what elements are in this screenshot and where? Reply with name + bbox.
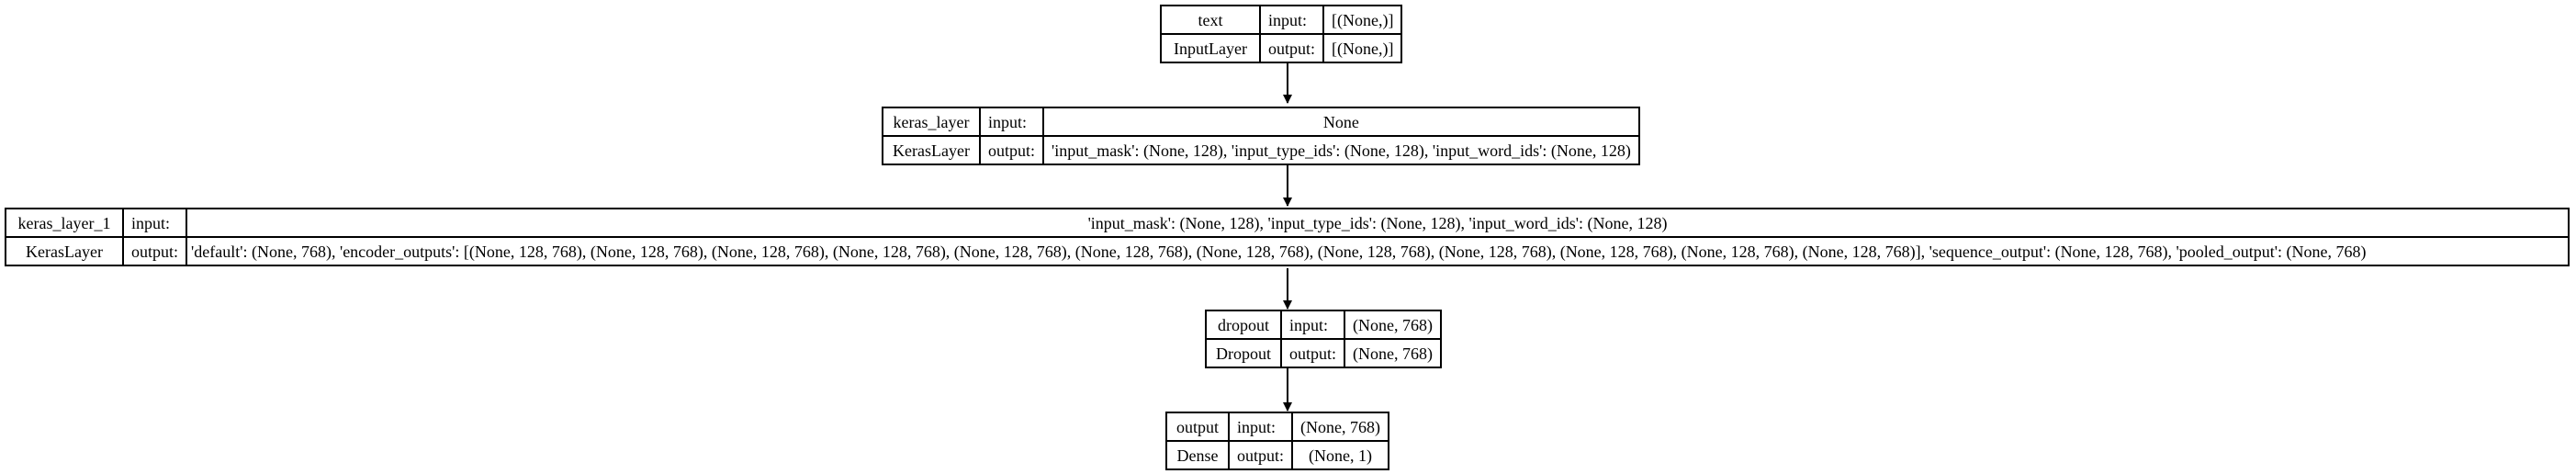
- node-name: output: [1164, 412, 1231, 442]
- input-label: input:: [121, 208, 188, 238]
- node-type: InputLayer: [1160, 33, 1261, 63]
- input-shape: None: [1041, 107, 1640, 137]
- node-type: Dropout: [1205, 338, 1282, 368]
- input-shape: 'input_mask': (None, 128), 'input_type_i…: [186, 208, 2570, 238]
- output-label: output:: [121, 236, 188, 266]
- input-label: input:: [1228, 412, 1294, 442]
- output-shape: [(None,)]: [1322, 33, 1403, 63]
- input-shape: [(None,)]: [1322, 5, 1403, 35]
- node-name: keras_layer_1: [5, 208, 124, 238]
- output-label: output:: [1279, 338, 1346, 368]
- node-keras-layer[interactable]: keras_layer input: None KerasLayer outpu…: [882, 107, 1640, 165]
- input-shape: (None, 768): [1291, 412, 1390, 442]
- node-text[interactable]: text input: [(None,)] InputLayer output:…: [1160, 5, 1403, 63]
- node-name: keras_layer: [882, 107, 981, 137]
- output-label: output:: [978, 135, 1044, 165]
- node-keras-layer-1[interactable]: keras_layer_1 input: 'input_mask': (None…: [5, 208, 2570, 266]
- node-type: KerasLayer: [882, 135, 981, 165]
- output-shape: 'input_mask': (None, 128), 'input_type_i…: [1041, 135, 1640, 165]
- output-shape: (None, 1): [1291, 440, 1390, 470]
- input-shape: (None, 768): [1344, 310, 1442, 340]
- output-shape: 'default': (None, 768), 'encoder_outputs…: [186, 236, 2570, 266]
- input-label: input:: [1279, 310, 1346, 340]
- node-name: dropout: [1205, 310, 1282, 340]
- node-type: KerasLayer: [5, 236, 124, 266]
- node-type: Dense: [1164, 440, 1231, 470]
- output-shape: (None, 768): [1344, 338, 1442, 368]
- node-output[interactable]: output input: (None, 768) Dense output: …: [1164, 412, 1390, 470]
- node-name: text: [1160, 5, 1261, 35]
- output-label: output:: [1228, 440, 1294, 470]
- node-dropout[interactable]: dropout input: (None, 768) Dropout outpu…: [1205, 310, 1442, 368]
- output-label: output:: [1258, 33, 1325, 63]
- input-label: input:: [1258, 5, 1325, 35]
- input-label: input:: [978, 107, 1044, 137]
